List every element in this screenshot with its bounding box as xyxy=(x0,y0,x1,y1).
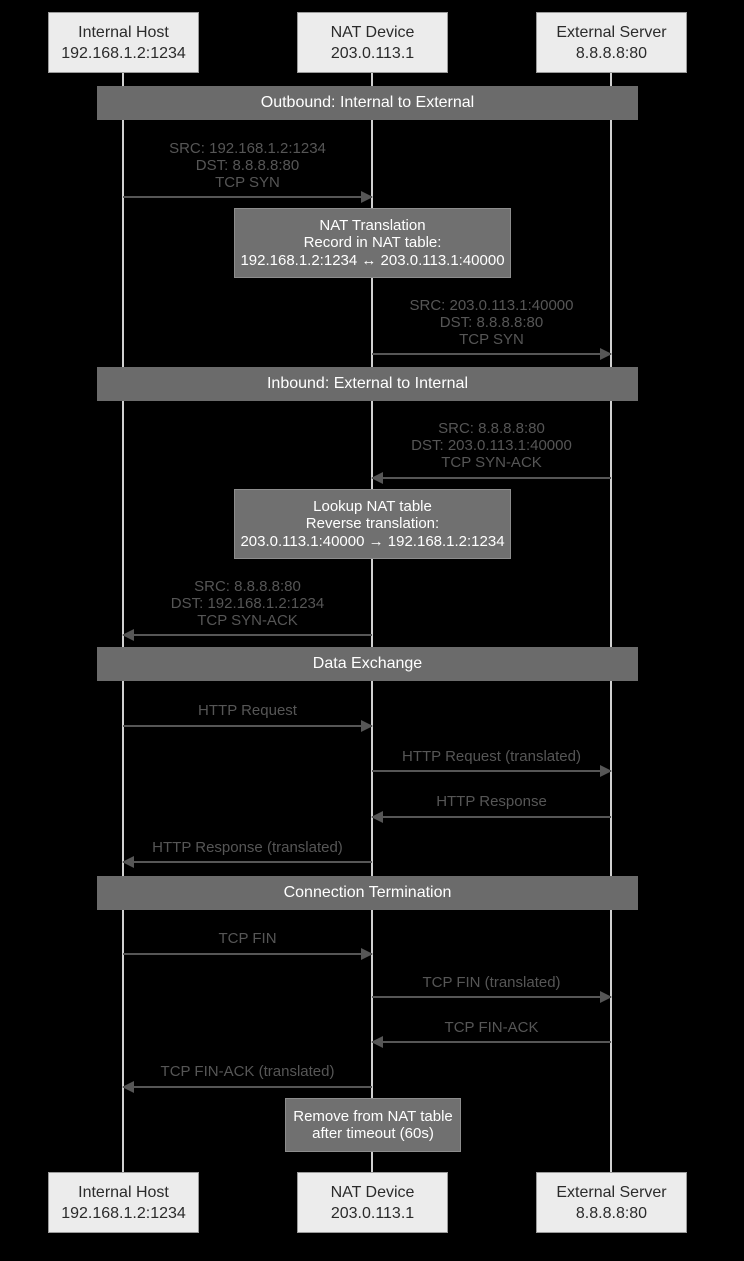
actor-external-server-top: External Server 8.8.8.8:80 xyxy=(536,12,687,73)
message-arrow xyxy=(371,811,611,823)
message-arrow xyxy=(122,629,372,641)
message-label: HTTP Request xyxy=(198,702,297,719)
actor-address: 8.8.8.8:80 xyxy=(575,1204,648,1222)
actor-name: External Server xyxy=(556,1183,667,1201)
section-data-exchange: Data Exchange xyxy=(97,647,638,681)
note-nat-lookup: Lookup NAT table Reverse translation: 20… xyxy=(234,489,511,559)
message-label: SRC: 8.8.8.8:80 DST: 203.0.113.1:40000 T… xyxy=(411,420,572,471)
message-arrow xyxy=(122,856,372,868)
section-inbound: Inbound: External to Internal xyxy=(97,367,638,401)
actor-name: Internal Host xyxy=(78,23,169,41)
message-label: TCP FIN-ACK xyxy=(444,1019,539,1036)
lifeline-external-server xyxy=(610,72,612,1172)
message-arrow xyxy=(122,1081,372,1093)
message-arrow xyxy=(372,765,612,777)
message-arrow xyxy=(371,472,611,484)
section-outbound: Outbound: Internal to External xyxy=(97,86,638,120)
arrowhead-icon xyxy=(361,720,373,732)
message-arrow xyxy=(372,991,612,1003)
actor-name: External Server xyxy=(556,23,667,41)
actor-internal-host-top: Internal Host 192.168.1.2:1234 xyxy=(48,12,199,73)
arrowhead-icon xyxy=(122,629,134,641)
section-connection-termination: Connection Termination xyxy=(97,876,638,910)
message-label: HTTP Response xyxy=(436,793,547,810)
arrowhead-icon xyxy=(122,856,134,868)
actor-address: 192.168.1.2:1234 xyxy=(61,1204,186,1222)
note-nat-translation: NAT Translation Record in NAT table: 192… xyxy=(234,208,511,278)
actor-external-server-bottom: External Server 8.8.8.8:80 xyxy=(536,1172,687,1233)
arrowhead-icon xyxy=(600,765,612,777)
message-label: SRC: 203.0.113.1:40000 DST: 8.8.8.8:80 T… xyxy=(409,297,574,348)
lifeline-nat-device xyxy=(371,72,373,1172)
actor-name: NAT Device xyxy=(330,1183,415,1201)
arrowhead-icon xyxy=(371,811,383,823)
arrowhead-icon xyxy=(371,1036,383,1048)
actor-address: 203.0.113.1 xyxy=(330,1204,415,1222)
message-label: HTTP Request (translated) xyxy=(402,748,581,765)
arrowhead-icon xyxy=(600,991,612,1003)
message-label: HTTP Response (translated) xyxy=(152,839,343,856)
message-label: SRC: 8.8.8.8:80 DST: 192.168.1.2:1234 TC… xyxy=(170,578,325,629)
message-arrow xyxy=(123,191,373,203)
message-label: SRC: 192.168.1.2:1234 DST: 8.8.8.8:80 TC… xyxy=(169,140,326,191)
message-arrow xyxy=(371,1036,611,1048)
message-arrow xyxy=(123,948,373,960)
arrowhead-icon xyxy=(371,472,383,484)
actor-name: Internal Host xyxy=(78,1183,169,1201)
actor-nat-device-top: NAT Device 203.0.113.1 xyxy=(297,12,448,73)
message-arrow xyxy=(372,348,612,360)
actor-address: 8.8.8.8:80 xyxy=(575,44,648,62)
message-label: TCP FIN-ACK (translated) xyxy=(160,1063,335,1080)
actor-address: 192.168.1.2:1234 xyxy=(61,44,186,62)
arrowhead-icon xyxy=(361,191,373,203)
actor-internal-host-bottom: Internal Host 192.168.1.2:1234 xyxy=(48,1172,199,1233)
message-label: TCP FIN (translated) xyxy=(422,974,561,991)
arrowhead-icon xyxy=(122,1081,134,1093)
arrowhead-icon xyxy=(600,348,612,360)
lifeline-internal-host xyxy=(122,72,124,1172)
actor-name: NAT Device xyxy=(330,23,415,41)
arrowhead-icon xyxy=(361,948,373,960)
actor-nat-device-bottom: NAT Device 203.0.113.1 xyxy=(297,1172,448,1233)
actor-address: 203.0.113.1 xyxy=(330,44,415,62)
message-label: TCP FIN xyxy=(218,930,277,947)
message-arrow xyxy=(123,720,373,732)
note-nat-timeout: Remove from NAT table after timeout (60s… xyxy=(285,1098,461,1152)
